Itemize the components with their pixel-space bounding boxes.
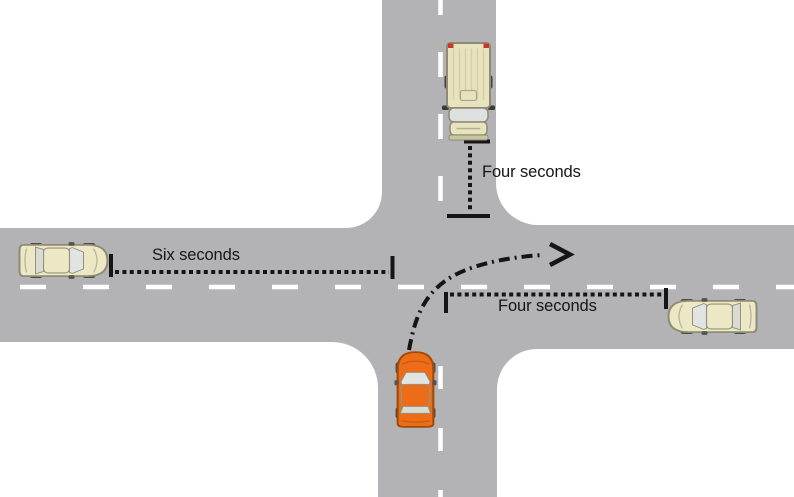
west-gap-measure [109,254,395,279]
offroad-bottom-left [0,342,378,497]
turn-path-arrow-icon [407,242,575,351]
truck-gap-measure [447,139,490,218]
sedan-east-icon [667,297,758,336]
box-truck-icon [442,42,495,141]
taillight-right [483,43,489,48]
label-north-gap: Four seconds [482,163,581,181]
offroad-top-right [496,0,794,225]
sedan-turning-icon [393,351,438,428]
east-gap-measure [444,288,668,313]
label-east-gap: Four seconds [498,297,597,315]
road-markings [20,0,794,497]
taillight-left [448,43,454,48]
label-west-gap: Six seconds [152,246,240,264]
offroad-top-left [0,0,382,228]
offroad-bottom-right [497,349,794,497]
sedan-west-icon [18,241,109,280]
